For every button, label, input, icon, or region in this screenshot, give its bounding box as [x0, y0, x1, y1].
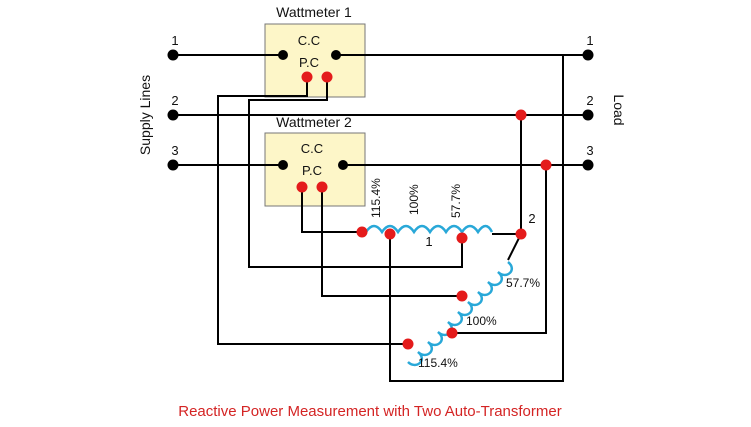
wm2-cc-left-terminal [278, 160, 288, 170]
wattmeter-2-cc-label: C.C [301, 141, 323, 156]
wm2-pc-left-wire [301, 187, 362, 233]
line-1-load-terminal [582, 49, 594, 61]
line-2-load-terminal [582, 109, 594, 121]
line-1-supply-terminal [167, 49, 179, 61]
line-1-left-label: 1 [171, 33, 178, 48]
wm2-cc-right-terminal [338, 160, 348, 170]
wattmeter-1-pc-label: P.C [299, 55, 319, 70]
line-2-supply-terminal [167, 109, 179, 121]
wattmeter-1-cc-label: C.C [298, 33, 320, 48]
load-label: Load [611, 94, 627, 125]
tap-100-to-line1-wire [389, 55, 564, 382]
transformer-1-coil [364, 224, 494, 235]
line-3-left-label: 3 [171, 143, 178, 158]
line-2-left-label: 2 [171, 93, 178, 108]
wm1-pc-left-wire [217, 77, 408, 345]
line-3-load-terminal [582, 159, 594, 171]
line-2-right-label: 2 [586, 93, 593, 108]
star-junction-terminal [515, 228, 527, 240]
coil1-tap-115-terminal [356, 226, 368, 238]
wattmeter-2-title: Wattmeter 2 [276, 114, 352, 130]
wattmeter-1-title: Wattmeter 1 [276, 4, 352, 20]
line-3-tap-terminal [540, 159, 552, 171]
wm1-pc-right-terminal [321, 71, 333, 83]
coil2-tap-100-terminal [446, 327, 458, 339]
wm2-pc-left-terminal [296, 181, 308, 193]
coil1-tap-100-label: 100% [407, 184, 421, 215]
coil2-tap-115-terminal [402, 338, 414, 350]
coil1-tap-115-label: 115.4% [369, 178, 383, 218]
wattmeter-1-box [264, 23, 366, 98]
wm1-pc-right-wire [248, 77, 463, 268]
wm2-pc-right-terminal [316, 181, 328, 193]
coil2-tap-100-label: 100% [466, 314, 497, 328]
transformer-2-label: 2 [528, 211, 535, 226]
line-1-right-label: 1 [586, 33, 593, 48]
wm2-pc-right-wire [321, 187, 462, 297]
coil1-tap-57-terminal [456, 232, 468, 244]
line3-to-tap-wire [452, 165, 547, 334]
coil2-tap-57-label: 57.7% [506, 276, 540, 290]
line-3-supply-terminal [167, 159, 179, 171]
coil1-tap-100-terminal [384, 228, 396, 240]
wm1-pc-left-terminal [301, 71, 313, 83]
diagram-caption: Reactive Power Measurement with Two Auto… [178, 403, 561, 420]
supply-lines-label: Supply Lines [137, 75, 153, 155]
line-2-tap-terminal [515, 109, 527, 121]
coil2-tap-115-label: 115.4% [418, 356, 458, 370]
wm1-cc-right-terminal [331, 50, 341, 60]
coil1-tap-57-label: 57.7% [449, 184, 463, 218]
line-3-right-label: 3 [586, 143, 593, 158]
transformer-2-coil [407, 261, 514, 367]
coil2-tap-57-terminal [456, 290, 468, 302]
transformer-1-label: 1 [425, 234, 432, 249]
wattmeter-2-pc-label: P.C [302, 163, 322, 178]
wm1-cc-left-terminal [278, 50, 288, 60]
